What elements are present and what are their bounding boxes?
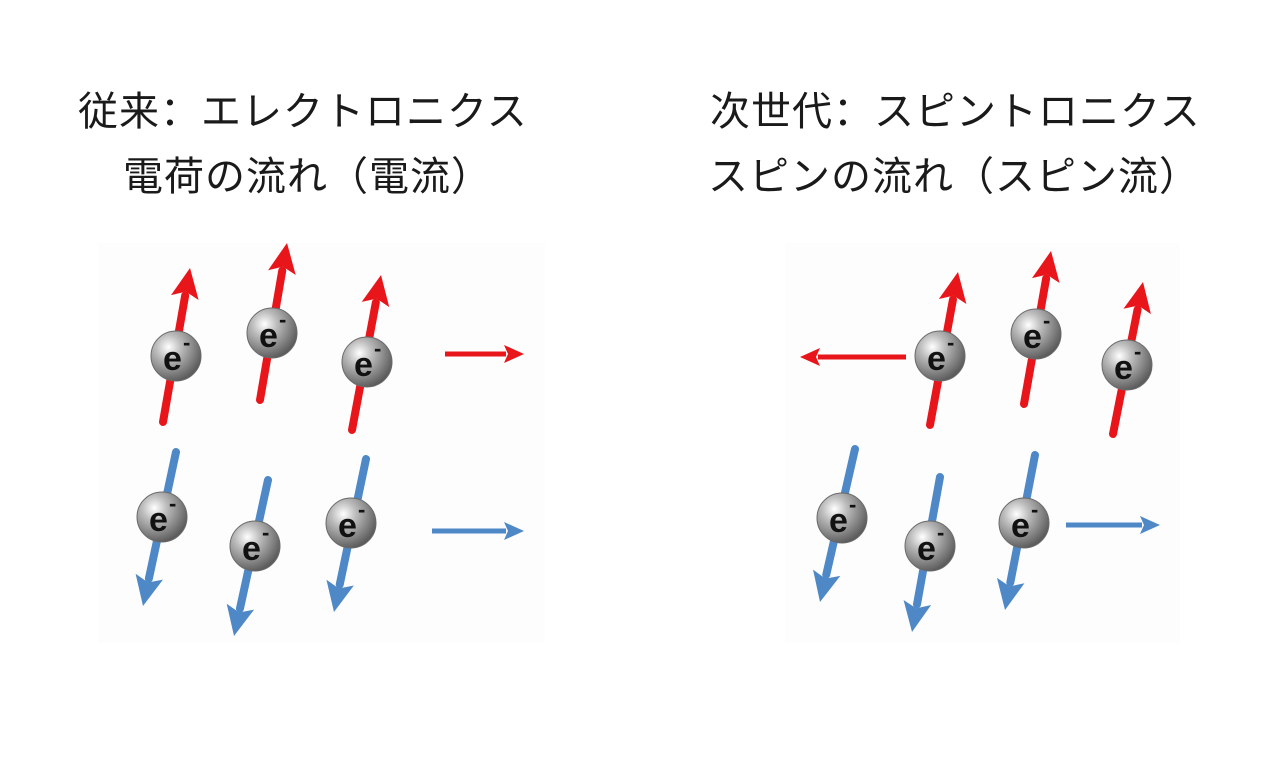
- right-electron-spin-up-3: e-: [1101, 339, 1153, 391]
- right-title: 次世代：スピントロニクス: [710, 89, 1201, 135]
- electron-charge: -: [1043, 308, 1050, 333]
- right-up-flow-arrow: [800, 348, 906, 366]
- right-electron-spin-down-3: e-: [998, 497, 1050, 549]
- electron-label: e: [1011, 507, 1030, 545]
- left-electron-spin-up-3: e-: [341, 336, 393, 388]
- electron-label: e: [354, 346, 373, 384]
- left-panel-background: [98, 243, 545, 643]
- electron-charge: -: [937, 520, 944, 545]
- right-electron-spin-up-1: e-: [914, 330, 966, 382]
- electron-label: e: [1023, 318, 1042, 356]
- electron-charge: -: [1031, 497, 1038, 522]
- right-down-flow-arrow: [1066, 516, 1160, 534]
- electron-charge: -: [169, 491, 176, 516]
- left-title: 従来：エレクトロニクス: [78, 89, 528, 135]
- left-electron-spin-down-1: e-: [136, 491, 188, 543]
- electron-charge: -: [1134, 339, 1141, 364]
- electron-charge: -: [279, 307, 286, 332]
- electron-charge: -: [358, 497, 365, 522]
- left-electron-spin-down-2: e-: [229, 520, 281, 572]
- left-electron-spin-up-2: e-: [246, 307, 298, 359]
- right-panel-background: [785, 243, 1180, 643]
- right-electron-spin-down-2: e-: [904, 520, 956, 572]
- electron-charge: -: [849, 492, 856, 517]
- left-subtitle: 電荷の流れ（電流）: [123, 154, 492, 200]
- electron-label: e: [149, 501, 168, 539]
- electron-label: e: [259, 317, 278, 355]
- electron-label: e: [917, 530, 936, 568]
- left-down-flow-arrow: [432, 522, 524, 540]
- electron-charge: -: [374, 336, 381, 361]
- right-electron-spin-down-1: e-: [816, 492, 868, 544]
- electron-charge: -: [262, 520, 269, 545]
- right-electron-spin-up-2: e-: [1010, 308, 1062, 360]
- electron-label: e: [1114, 349, 1133, 387]
- electron-label: e: [338, 507, 357, 545]
- left-up-flow-arrow: [445, 345, 524, 363]
- electron-charge: -: [183, 330, 190, 355]
- electron-label: e: [242, 530, 261, 568]
- electron-charge: -: [947, 330, 954, 355]
- electron-label: e: [829, 502, 848, 540]
- left-electron-spin-down-3: e-: [325, 497, 377, 549]
- electron-label: e: [163, 340, 182, 378]
- electron-label: e: [927, 340, 946, 378]
- left-electron-spin-up-1: e-: [150, 330, 202, 382]
- right-subtitle: スピンの流れ（スピン流）: [708, 154, 1200, 200]
